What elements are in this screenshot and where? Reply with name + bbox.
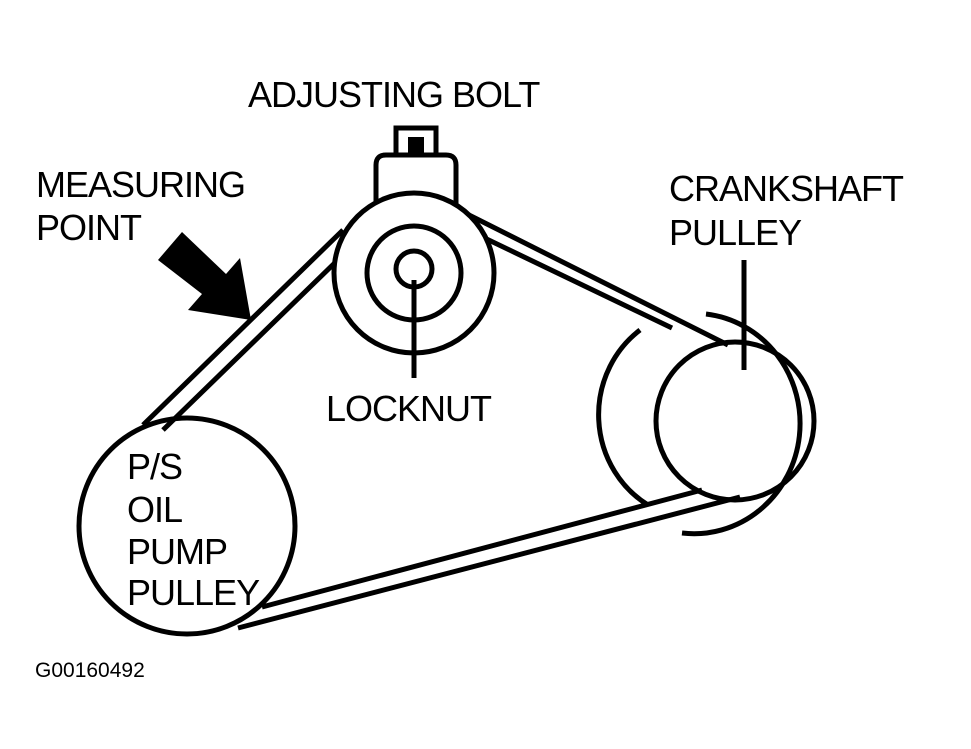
crankshaft-pulley-label-line2: PULLEY [669, 212, 802, 253]
ps-pump-label-line3: PUMP [127, 531, 227, 572]
ps-pump-label-line2: OIL [127, 489, 182, 530]
leader-lines [411, 260, 747, 378]
ps-pump-label-line1: P/S [127, 446, 182, 487]
measuring-point-label-line2: POINT [36, 207, 142, 248]
crankshaft-pulley-drawing [596, 311, 817, 537]
adjusting-bolt-label: ADJUSTING BOLT [248, 74, 540, 115]
locknut-label: LOCKNUT [326, 388, 492, 429]
figure-code: G00160492 [35, 659, 145, 682]
measuring-point-arrow [158, 232, 251, 320]
ps-pump-pulley-drawing [76, 415, 298, 637]
crankshaft-pulley-label-line1: CRANKSHAFT [669, 168, 904, 209]
idler-pulley-drawing [331, 125, 497, 356]
measuring-point-label-line1: MEASURING [36, 164, 245, 205]
drive-belt [141, 210, 741, 631]
adjusting-bolt-head [393, 125, 439, 158]
ps-pump-label-line4: PULLEY [127, 572, 260, 613]
